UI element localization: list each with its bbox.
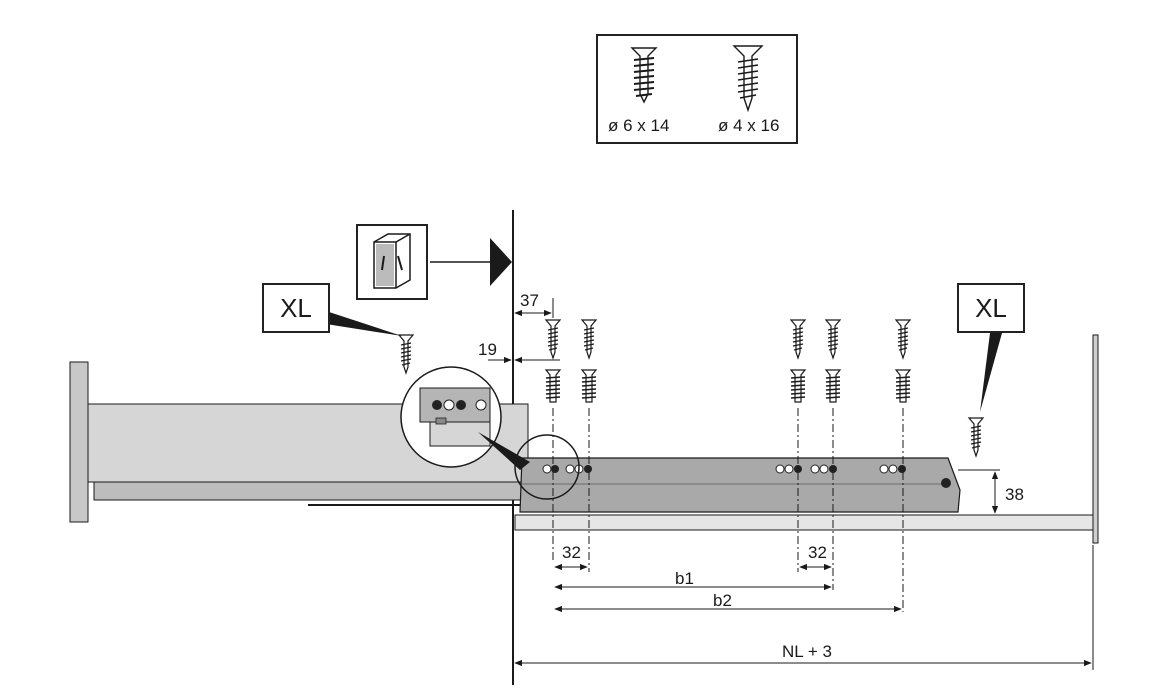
screw-column-1 — [545, 319, 561, 560]
xl-pointer-left — [326, 312, 402, 336]
detail-pointer — [478, 432, 530, 470]
euro-screw-icon — [630, 47, 658, 104]
screw-label-euro: ø 6 x 14 — [608, 116, 670, 135]
xl-pointer-right — [980, 333, 1002, 412]
dim-32-right-label: 32 — [808, 543, 827, 562]
detail-content — [419, 387, 491, 447]
xl-callout-left: XL — [262, 283, 330, 333]
drawer-front — [69, 361, 89, 523]
dim-38-label: 38 — [1005, 485, 1024, 504]
xl-callout-right: XL — [957, 283, 1025, 333]
dim-b2-label: b2 — [713, 591, 732, 610]
cabinet-back-panel — [1092, 334, 1099, 544]
cabinet-icon-arrow — [490, 238, 512, 286]
cabinet-icon-drawing — [373, 233, 411, 289]
screw-column-3 — [790, 319, 806, 572]
dim-32-left-label: 32 — [562, 543, 581, 562]
cabinet-base — [514, 514, 1094, 531]
dim-b1-label: b1 — [675, 569, 694, 588]
dim-19-label: 19 — [478, 340, 497, 359]
screw-legend-icons — [630, 45, 764, 113]
dim-nl-label: NL + 3 — [782, 642, 832, 661]
screw-legend: ø 6 x 14 ø 4 x 16 — [596, 34, 798, 144]
cabinet-side-panel-icon — [356, 224, 428, 300]
dim-37-label: 37 — [520, 291, 539, 310]
xl-screw-left — [398, 334, 414, 374]
screw-column-4 — [825, 319, 841, 590]
xl-screw-right — [968, 417, 984, 457]
chipboard-screw-icon — [732, 45, 764, 113]
screw-column-5 — [895, 319, 911, 612]
cabinet-runner — [519, 457, 961, 513]
screw-label-chipboard: ø 4 x 16 — [718, 116, 780, 135]
detail-source-circle — [514, 434, 580, 500]
screw-column-2 — [581, 319, 597, 572]
